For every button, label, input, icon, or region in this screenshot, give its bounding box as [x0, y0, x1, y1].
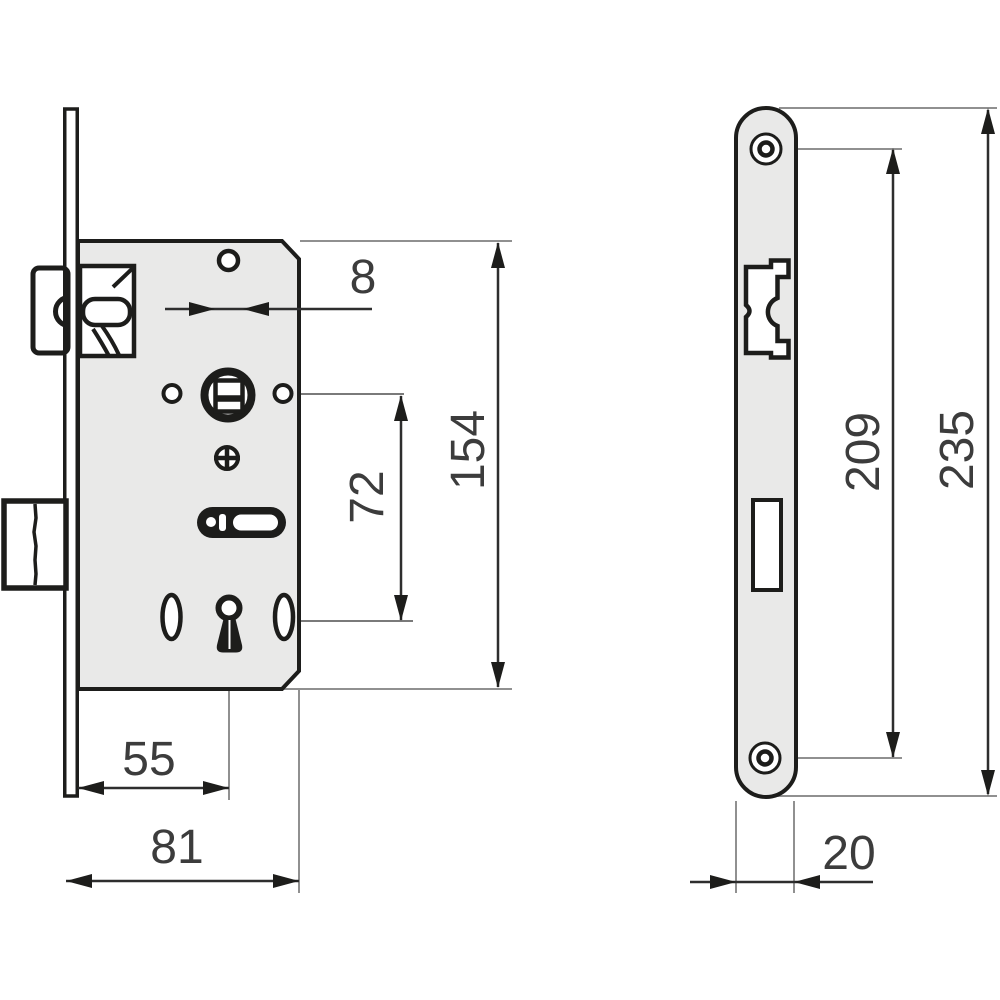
- top-screw-hole-inner: [757, 140, 775, 158]
- lever-slider-notch: [219, 514, 226, 531]
- dim-209-arrow-bottom: [886, 732, 900, 758]
- lever-slider-dot: [206, 517, 216, 527]
- left-hub-hole: [161, 383, 183, 404]
- latch-bevel-line: [111, 265, 136, 289]
- dim-8-arrow-left: [189, 302, 215, 316]
- latch-cutout: [743, 258, 791, 360]
- dim-55-arrow-left: [78, 781, 104, 795]
- latch-tail-bar: [80, 296, 133, 328]
- dim-209-arrow-top: [886, 148, 900, 174]
- faceplate-plate: [734, 106, 798, 799]
- dim-81-arrow-left: [66, 874, 92, 888]
- bottom-screw-hole-inner: [756, 749, 774, 767]
- dim-20-arrow-left: [710, 875, 736, 889]
- dim-20-label: 20: [822, 827, 875, 880]
- lock-case-side-view: 8 154 72 55 81: [1, 107, 512, 893]
- dim-20-arrow-right: [794, 875, 820, 889]
- dim-235-arrow-bottom: [981, 770, 995, 796]
- top-fixing-hole: [216, 248, 241, 273]
- deadbolt-cutout: [751, 498, 783, 592]
- faceplate-front-view: 209 235 20: [690, 106, 997, 893]
- dim-154-arrow-bottom: [491, 662, 505, 688]
- dim-209-label: 209: [837, 412, 890, 492]
- dim-72-arrow-bottom: [394, 595, 408, 621]
- dim-235-label: 235: [931, 410, 984, 490]
- dim-55-label: 55: [122, 733, 175, 786]
- left-oval-slot: [160, 592, 183, 642]
- latch-spring-curve-1: [91, 327, 111, 357]
- dim-72-label: 72: [341, 470, 394, 523]
- dim-154-arrow-top: [491, 242, 505, 268]
- dim-81-arrow-right: [273, 874, 299, 888]
- dim-235-arrow-top: [981, 108, 995, 134]
- keyhole-ring: [215, 594, 243, 622]
- right-oval-slot: [272, 592, 296, 642]
- dim-154-label: 154: [442, 410, 495, 490]
- dim-81-label: 81: [150, 821, 203, 874]
- dim-72-arrow-top: [394, 395, 408, 421]
- deadbolt-face-line: [32, 503, 38, 586]
- right-hub-hole: [272, 383, 294, 404]
- dim-8-arrow-right: [243, 302, 269, 316]
- dim-8-label: 8: [350, 251, 377, 304]
- lever-slider-slot: [233, 514, 278, 531]
- latch-bolt-head: [30, 265, 71, 356]
- dim-55-arrow-right: [203, 781, 229, 795]
- faceplate-side-strip: [63, 107, 79, 798]
- latch-spring-curve-2: [100, 324, 121, 356]
